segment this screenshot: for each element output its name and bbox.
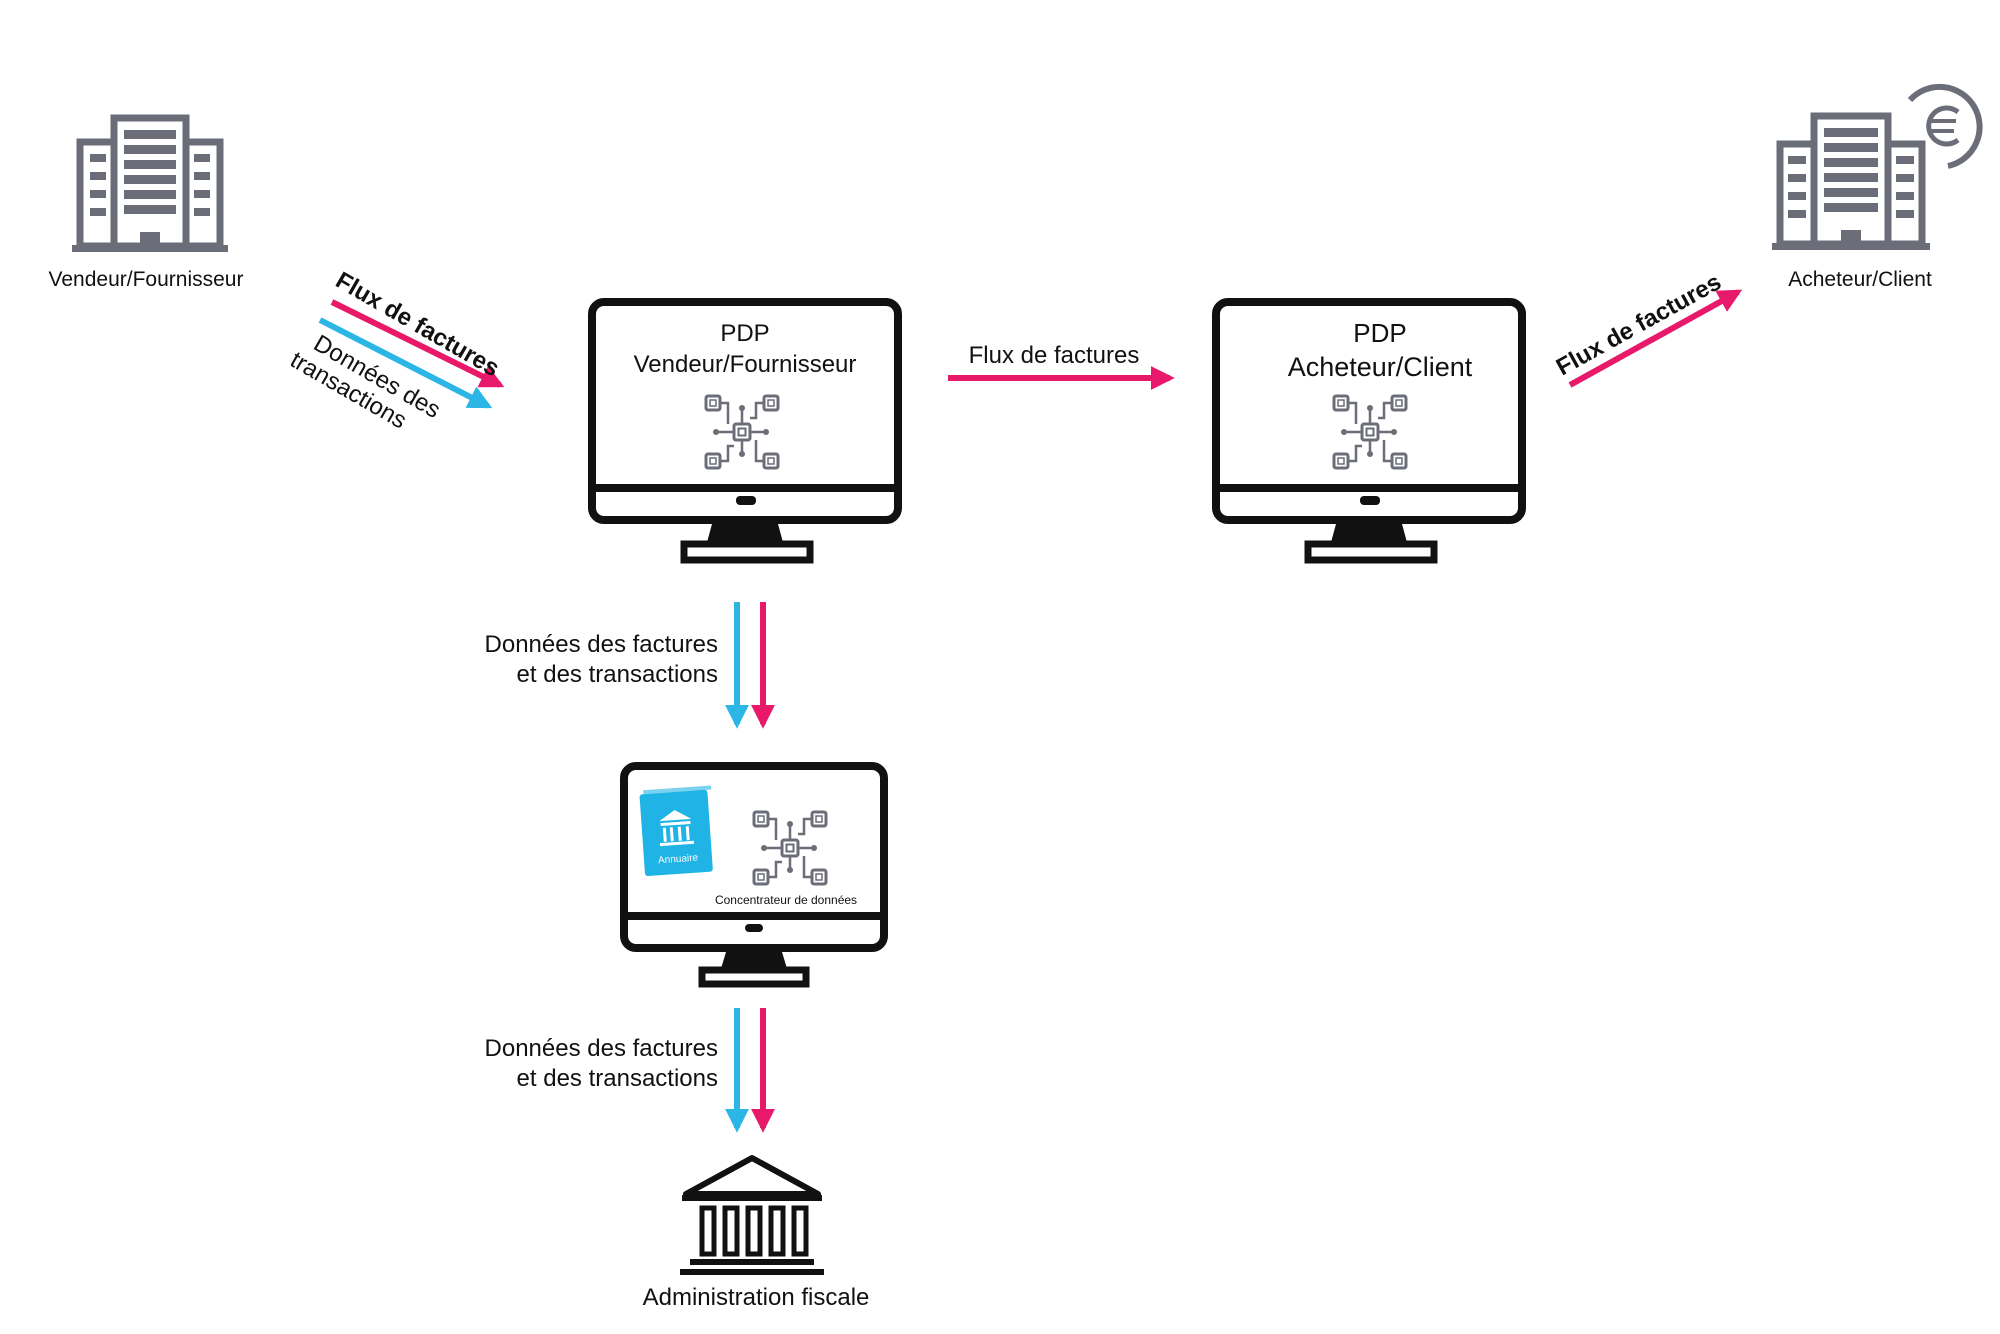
pdp-vendeur-title: PDP bbox=[720, 320, 769, 347]
pdp-to-concentrateur-label-line1: Données des factures bbox=[485, 631, 718, 658]
administration-label: Administration fiscale bbox=[643, 1284, 870, 1311]
acheteur-label: Acheteur/Client bbox=[1788, 268, 1932, 291]
concentrateur-to-admin-label-line2: et des transactions bbox=[517, 1065, 718, 1092]
data-flow-arrow-vendeur-pdp bbox=[318, 317, 493, 409]
pdp-to-concentrateur-label-line2: et des transactions bbox=[517, 661, 718, 688]
annuaire-label: Annuaire bbox=[658, 853, 699, 867]
invoice-flow-arrow-vendeur-pdp bbox=[330, 299, 505, 388]
invoice-flow-arrow-pdp-acheteur bbox=[1568, 289, 1743, 388]
pdp-acheteur-subtitle: Acheteur/Client bbox=[1288, 352, 1473, 382]
pdp-acheteur-title: PDP bbox=[1353, 318, 1406, 348]
vendeur-building-icon bbox=[72, 114, 228, 252]
concentrateur-label: Concentrateur de données bbox=[715, 893, 857, 907]
administration-government-building-icon bbox=[680, 1155, 824, 1275]
pdp-vendeur-monitor-icon bbox=[588, 298, 902, 564]
vendeur-label: Vendeur/Fournisseur bbox=[49, 268, 244, 291]
pdp-to-pdp-flow-label: Flux de factures bbox=[969, 342, 1140, 369]
pdp-to-acheteur-flow-label: Flux de factures bbox=[1552, 268, 1726, 381]
pdp-vendeur-subtitle: Vendeur/Fournisseur bbox=[634, 351, 857, 378]
concentrateur-to-admin-label-line1: Données des factures bbox=[485, 1035, 718, 1062]
annuaire-directory-book-icon: Annuaire bbox=[639, 785, 713, 877]
acheteur-building-euro-icon bbox=[1772, 83, 1983, 250]
